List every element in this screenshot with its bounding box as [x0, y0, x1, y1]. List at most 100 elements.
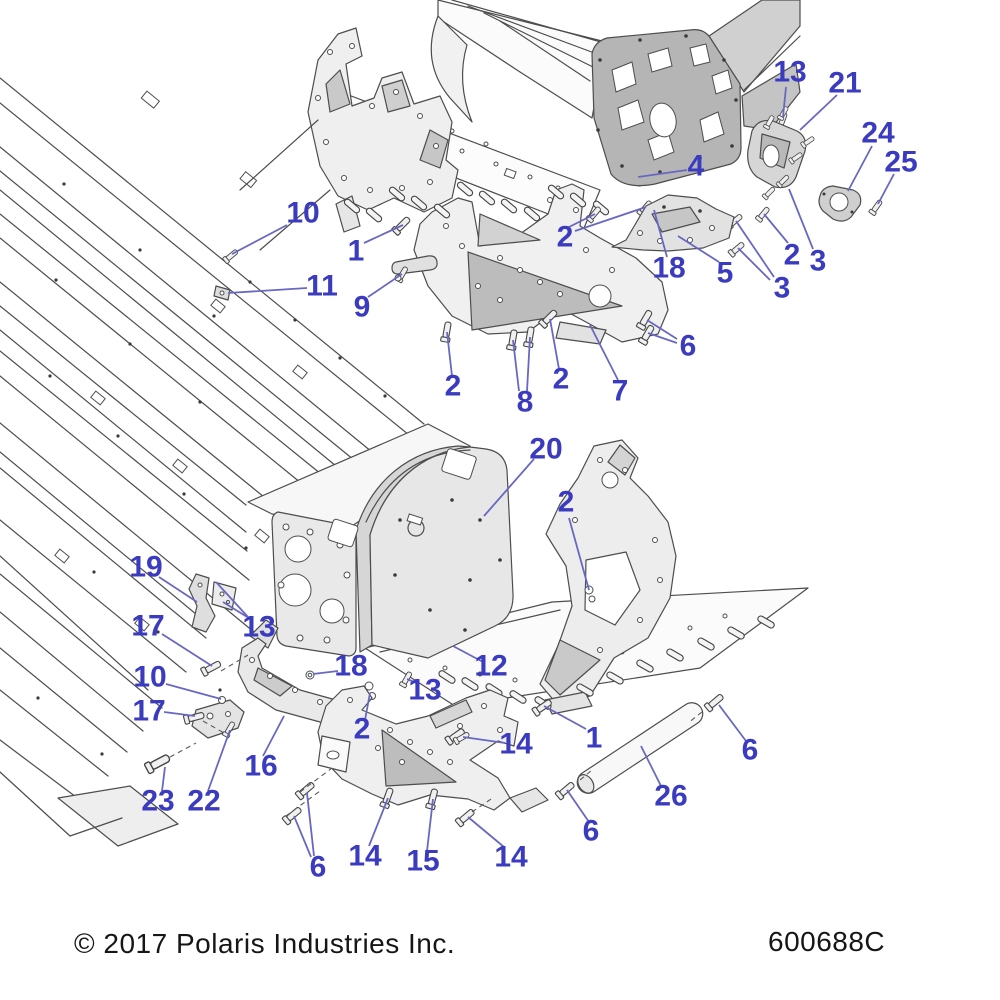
leader-line-26-37 [640, 745, 663, 789]
leader-line-7-18 [589, 324, 619, 381]
right-bulkhead-bracket [540, 440, 676, 714]
leader-line-13-23 [222, 601, 253, 621]
callout-14-39: 14 [348, 840, 382, 873]
callout-5-9: 5 [717, 257, 734, 290]
callout-13-29: 13 [408, 674, 441, 707]
callout-2-15: 2 [445, 370, 462, 403]
leader-line-6-42 [306, 792, 315, 857]
main-tunnel [0, 78, 430, 846]
callout-17-24: 17 [131, 610, 164, 643]
leader-line-14-41 [467, 816, 505, 848]
leader-line-18-8 [653, 209, 668, 258]
callout-24-2: 24 [861, 117, 895, 150]
callout-20-20: 20 [529, 433, 562, 466]
front-bumper-bracket [281, 686, 554, 828]
callout-10-5: 10 [286, 197, 319, 230]
leader-line-23-33 [161, 766, 166, 792]
leader-line-11-13 [227, 287, 308, 294]
leader-line-10-25 [165, 683, 222, 700]
leader-line-2-7 [566, 213, 596, 229]
callout-21-1: 21 [828, 67, 861, 100]
leader-line-9-14 [367, 273, 403, 298]
callout-10-25: 10 [133, 661, 166, 694]
callout-14-34: 14 [499, 728, 533, 761]
leader-line-17-24 [161, 633, 213, 667]
callout-2-30: 2 [354, 713, 371, 746]
leader-line-12-28 [452, 645, 484, 663]
leader-line-16-31 [262, 715, 285, 757]
leader-line-6-42 [293, 815, 312, 858]
leader-line-2-7 [574, 206, 647, 232]
leader-line-3-12 [737, 247, 771, 281]
callout-14-41: 14 [494, 841, 528, 874]
leader-line-6-36 [718, 704, 747, 742]
center-bulkhead [414, 184, 668, 344]
callout-23-33: 23 [141, 785, 174, 818]
leader-line-2-30 [364, 692, 371, 721]
callout-13-0: 13 [773, 56, 806, 89]
leader-line-layer [158, 86, 895, 858]
callout-13-23: 13 [242, 611, 275, 644]
leader-line-10-5 [231, 224, 288, 255]
leader-line-5-9 [677, 235, 720, 263]
leader-line-22-32 [207, 729, 231, 792]
callout-3-12: 3 [774, 272, 791, 305]
leader-line-13-29 [406, 678, 420, 685]
part-number: 600688C [768, 926, 886, 957]
callout-6-36: 6 [742, 734, 759, 767]
leader-line-6-19 [646, 319, 678, 340]
callout-2-21: 2 [558, 486, 575, 519]
leader-line-24-2 [847, 145, 873, 192]
upper-bulkhead-frame [240, 28, 458, 250]
leader-line-19-22 [158, 576, 198, 603]
callout-6-38: 6 [583, 815, 600, 848]
leader-line-18-27 [312, 670, 339, 675]
callout-3-11: 3 [810, 245, 827, 278]
leader-line-20-20 [483, 458, 535, 517]
leader-line-15-40 [426, 798, 434, 852]
callout-18-27: 18 [334, 650, 367, 683]
leader-line-14-39 [368, 797, 389, 847]
leader-line-13-23 [215, 581, 249, 618]
leader-line-1-6 [363, 224, 404, 244]
lower-left-brackets [143, 574, 352, 775]
callout-7-18: 7 [612, 375, 629, 408]
callout-18-8: 18 [652, 252, 685, 285]
diagram-line-art [0, 0, 885, 846]
callout-25-3: 25 [884, 146, 917, 179]
callout-22-32: 22 [187, 785, 220, 818]
leader-line-1-35 [543, 705, 587, 730]
callout-6-19: 6 [680, 330, 697, 363]
callout-16-31: 16 [244, 750, 277, 783]
callout-6-42: 6 [310, 851, 327, 884]
leader-line-3-11 [788, 188, 814, 250]
callout-1-6: 1 [348, 235, 365, 268]
leader-line-8-16 [512, 339, 520, 392]
engine-mount-brackets [612, 105, 885, 251]
callout-4-4: 4 [688, 150, 705, 183]
callout-9-14: 9 [354, 291, 371, 324]
leader-line-8-16 [526, 336, 531, 392]
leader-line-2-21 [568, 517, 590, 591]
callout-19-22: 19 [129, 551, 162, 584]
callout-26-37: 26 [654, 780, 687, 813]
leader-line-6-19 [647, 332, 678, 344]
leader-line-6-38 [566, 789, 590, 823]
leader-line-2-10 [763, 213, 789, 244]
callout-15-40: 15 [406, 845, 439, 878]
callout-2-7: 2 [557, 221, 574, 254]
leader-line-25-3 [877, 173, 895, 205]
leader-line-21-1 [799, 94, 838, 131]
upper-hardware [214, 111, 790, 352]
callout-2-10: 2 [784, 239, 801, 272]
leader-line-3-12 [735, 220, 775, 278]
callout-2-17: 2 [553, 363, 570, 396]
callout-17-26: 17 [132, 695, 165, 728]
copyright-text: © 2017 Polaris Industries Inc. [74, 928, 456, 959]
leader-line-2-17 [549, 318, 560, 370]
leader-line-13-0 [782, 86, 787, 118]
callout-1-35: 1 [586, 722, 603, 755]
